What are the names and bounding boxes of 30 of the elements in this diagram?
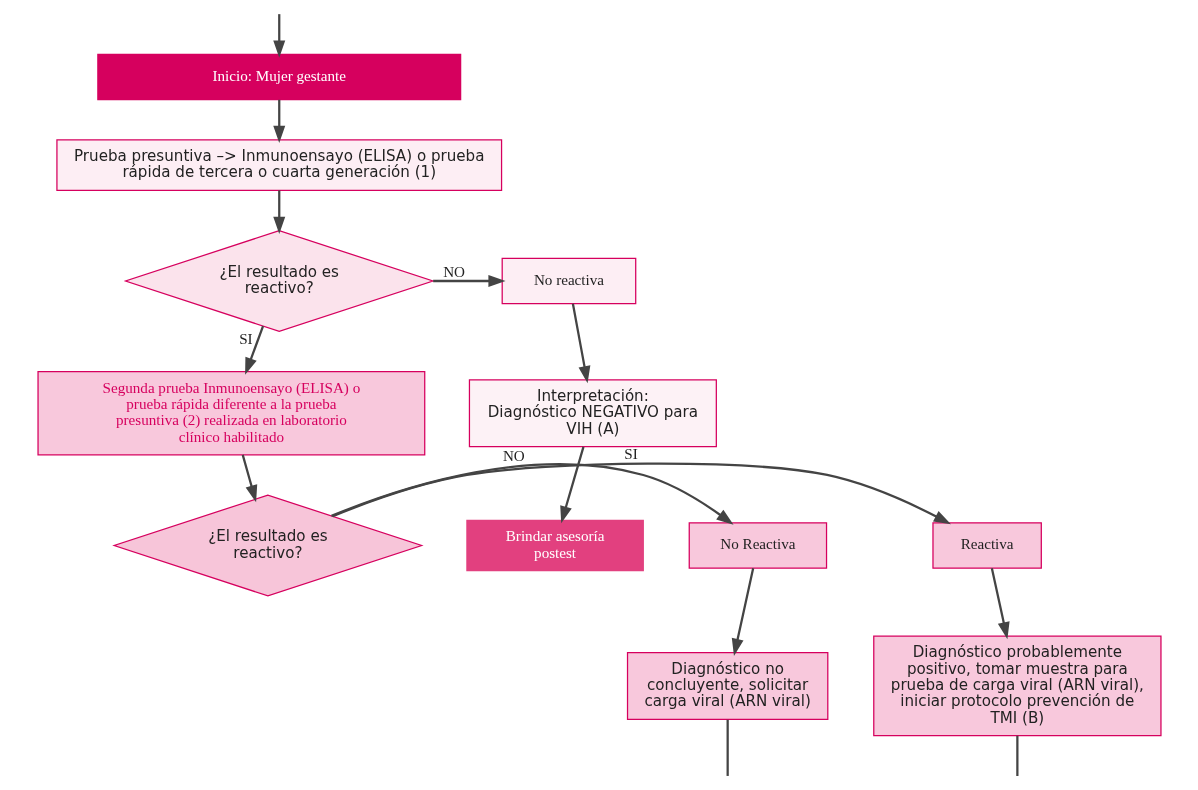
edge-label: NO (442, 263, 465, 280)
node-box: Diagnóstico no concluyente, solicitar carga viral (ARN viral) (626, 651, 828, 720)
arrow (331, 462, 951, 525)
arrow (272, 190, 285, 234)
node-diamond: ¿El resultado es reactivo? (123, 229, 435, 333)
node-box: Brindar asesoría postest (465, 519, 644, 572)
edge-label: SI (623, 446, 638, 463)
arrow (330, 463, 734, 525)
edge-label: NO (502, 448, 525, 465)
node-box: Interpretación: Diagnóstico NEGATIVO para VIH (A) (468, 379, 717, 448)
node-box: Inicio: Mujer gestante (96, 53, 461, 101)
arrow (272, 14, 285, 58)
arrow (990, 568, 1010, 640)
node-box: Prueba presuntiva –> Inmunoensayo (ELISA) o prueba rápida de tercera o cuarta generación (1) (55, 139, 502, 191)
arrow (731, 568, 754, 656)
node-box: No Reactiva (688, 522, 827, 569)
connector (726, 719, 729, 776)
arrow (559, 446, 585, 524)
connector (1015, 735, 1018, 776)
arrow (244, 325, 264, 375)
arrow (241, 454, 257, 503)
arrow (571, 303, 590, 384)
arrow (272, 99, 285, 143)
node-diamond: ¿El resultado es reactivo? (111, 494, 424, 597)
node-box: Diagnóstico probablemente positivo, tomar muestra para prueba de carga viral (ARN viral), iniciar protocolo prevención de TMI (B) (872, 635, 1162, 737)
arrow (432, 275, 506, 288)
node-box: Reactiva (931, 522, 1042, 569)
node-box: Segunda prueba Inmunoensayo (ELISA) o prueba rápida diferente a la prueba presuntiva (2) realizada en laboratorio clínico habilitado (36, 371, 425, 456)
node-box: No reactiva (501, 257, 636, 305)
edge-label: SI (238, 331, 253, 348)
